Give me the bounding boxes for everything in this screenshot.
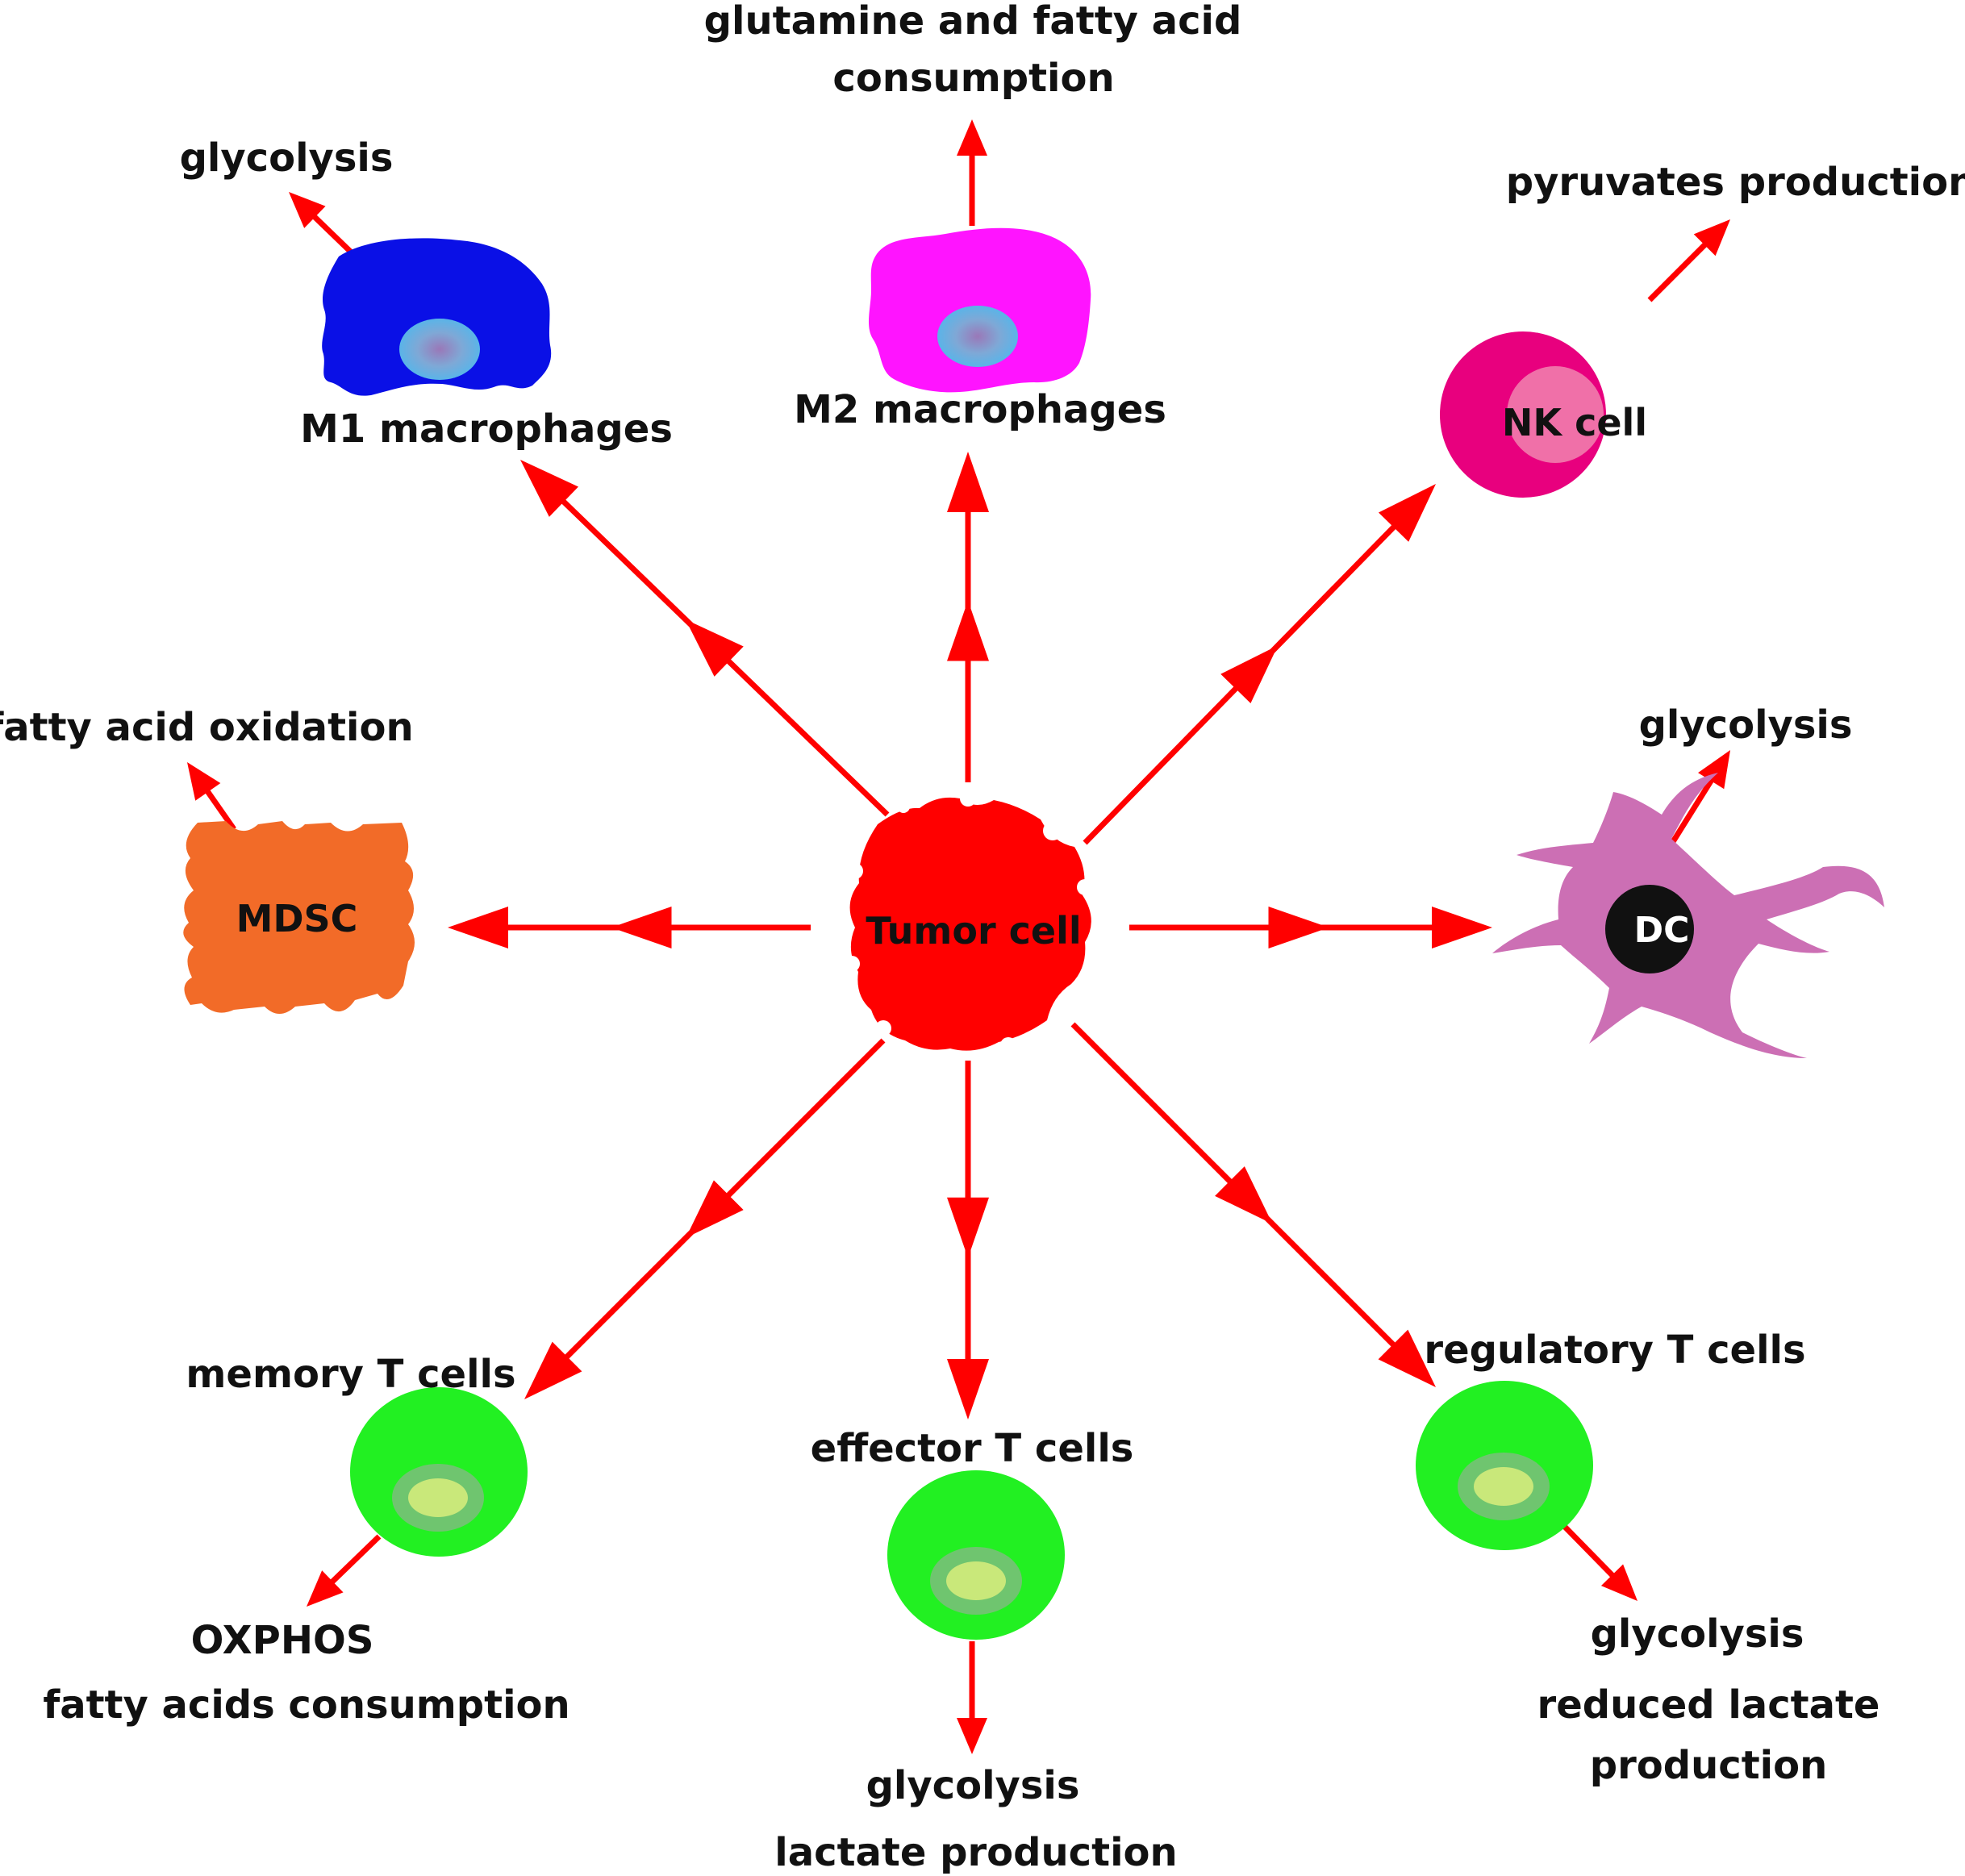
- dc-nucleus: [1605, 885, 1694, 973]
- m2-nucleus: [937, 306, 1018, 367]
- tumor-cell-body: [849, 797, 1091, 1051]
- arrow-tumor-to-m2: [947, 452, 989, 782]
- arrow-tumor-to-memory-t: [524, 1038, 886, 1399]
- arrow-m2-to-consumption: [957, 119, 987, 226]
- dc-label: DC: [1634, 910, 1690, 951]
- arrow-effector-t-to-glycolysis: [957, 1641, 987, 1754]
- arrow-nk-to-pyruvates: [1647, 219, 1730, 302]
- regulatory-t-cell: [1416, 1381, 1593, 1550]
- effector-t-process-line1: glycolysis: [866, 1763, 1080, 1808]
- m2-process-line2: consumption: [832, 56, 1114, 101]
- nk-cell: [1440, 331, 1606, 498]
- m1-macrophages-label: M1 macrophages: [300, 406, 673, 452]
- mdsc-process-label: fatty acid oxidation: [0, 705, 414, 750]
- arrow-dc-to-glycolysis: [1663, 750, 1730, 855]
- m1-nucleus: [399, 319, 480, 380]
- effector-t-cells-label: effector T cells: [811, 1426, 1134, 1471]
- arrow-tumor-to-m1: [520, 460, 890, 817]
- effector-t-process-line2: lactate production: [774, 1830, 1177, 1875]
- regulatory-t-process-line3: production: [1590, 1743, 1828, 1788]
- memory-t-process-line2: fatty acids consumption: [43, 1682, 569, 1728]
- memory-t-cell: [350, 1387, 528, 1557]
- arrow-mdsc-to-fao: [187, 762, 236, 832]
- mdsc-body: [183, 821, 415, 1014]
- memory-t-process-line1: OXPHOS: [191, 1618, 374, 1663]
- effector-t-cell: [887, 1470, 1065, 1640]
- m1-process-label: glycolysis: [180, 135, 394, 181]
- regulatory-t-process-line2: reduced lactate: [1537, 1682, 1880, 1728]
- m2-macrophage-cell: [868, 227, 1091, 393]
- tumor-cell: [844, 790, 1093, 1053]
- tumor-cell-label: Tumor cell: [866, 909, 1081, 953]
- mdsc-cell: [183, 821, 415, 1014]
- arrow-regulatory-t-to-glycolysis: [1558, 1520, 1638, 1601]
- nk-process-label: pyruvates production: [1506, 160, 1965, 205]
- arrow-tumor-to-nk: [1083, 484, 1436, 845]
- m1-macrophage-cell: [322, 238, 552, 396]
- arrow-layer: [187, 119, 1730, 1754]
- memory-t-cells-label: memory T cells: [186, 1352, 515, 1397]
- dc-process-label: glycolysis: [1639, 702, 1853, 748]
- regulatory-t-process-line1: glycolysis: [1591, 1611, 1804, 1657]
- m2-process-line1: glutamine and fatty acid: [704, 0, 1242, 44]
- arrow-tumor-to-mdsc: [448, 907, 811, 948]
- mdsc-label: MDSC: [236, 897, 358, 940]
- arrow-tumor-to-effector-t: [947, 1061, 989, 1420]
- dendritic-cell: [1492, 773, 1884, 1058]
- arrow-tumor-to-dc: [1129, 907, 1492, 948]
- arrow-tumor-to-regulatory-t: [1070, 1022, 1436, 1387]
- nk-cell-label: NK cell: [1502, 401, 1647, 444]
- m1-macrophage-body: [322, 238, 552, 396]
- m2-macrophages-label: M2 macrophages: [794, 387, 1166, 432]
- arrow-memory-t-to-oxphos: [307, 1534, 382, 1607]
- nk-cell-inner: [1507, 366, 1604, 463]
- regulatory-t-cells-label: regulatory T cells: [1424, 1328, 1805, 1373]
